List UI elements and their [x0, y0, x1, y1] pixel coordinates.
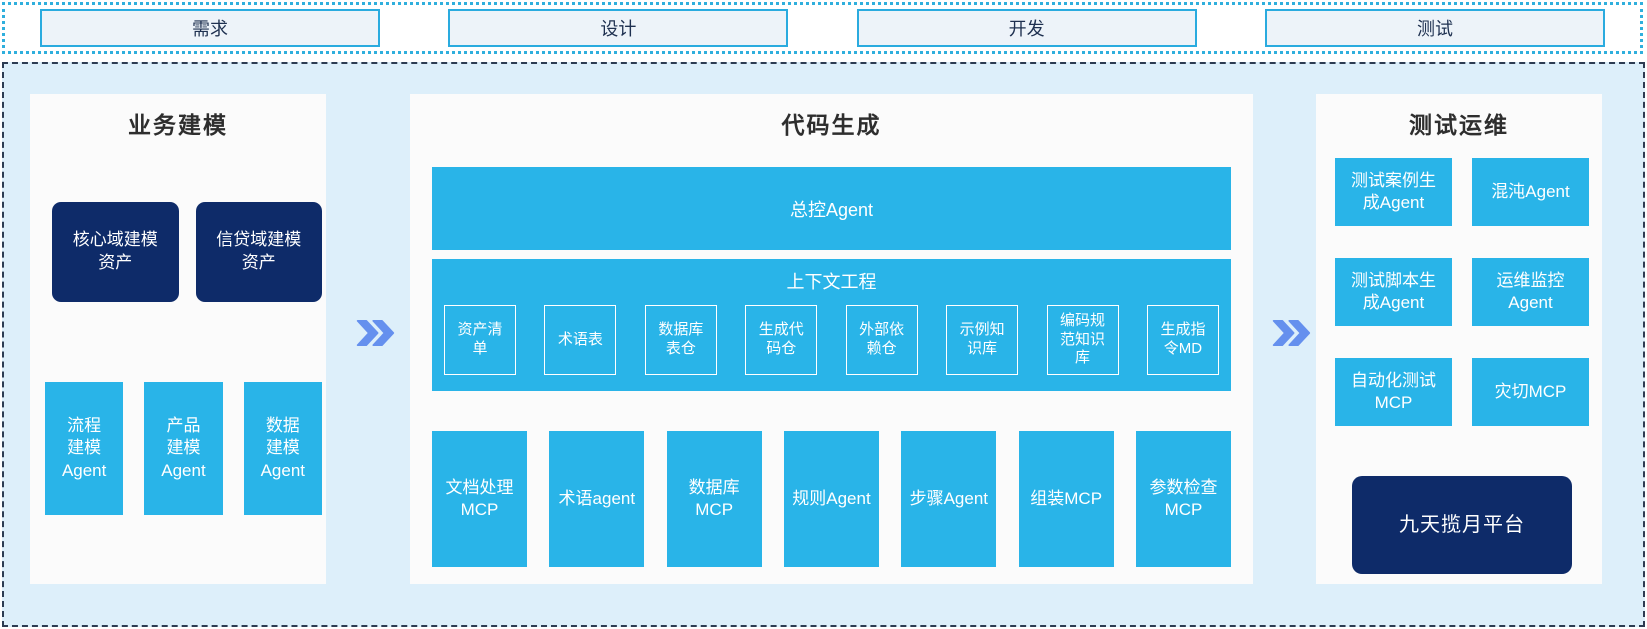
context-items-row: 资产清 单 术语表 数据库 表仓 生成代 码仓 外部依 赖仓 示例知 识库 编码… — [444, 305, 1219, 375]
panel-business-modeling: 业务建模 核心域建模 资产 信贷域建模 资产 流程 建模 Agent 产品 建模… — [30, 94, 326, 584]
modeling-agent-row: 流程 建模 Agent 产品 建模 Agent 数据 建模 Agent — [45, 382, 322, 515]
panel-test-ops: 测试运维 测试案例生 成Agent 混沌Agent 测试脚本生 成Agent 运… — [1316, 94, 1602, 584]
master-agent-bar: 总控Agent — [432, 167, 1231, 250]
tool-box-rule-agent: 规则Agent — [783, 431, 879, 567]
tool-box-step-agent: 步骤Agent — [901, 431, 997, 567]
context-item-coding-standards-kb: 编码规 范知识 库 — [1046, 305, 1119, 375]
agent-box-data-modeling: 数据 建模 Agent — [243, 382, 322, 515]
business-modeling-title: 业务建模 — [128, 112, 228, 138]
double-chevron-right-icon — [1271, 318, 1311, 348]
double-chevron-right-icon — [355, 318, 395, 348]
test-ops-title: 测试运维 — [1409, 112, 1509, 138]
panel-code-generation: 代码生成 总控Agent 上下文工程 资产清 单 术语表 数据库 表仓 生成代 … — [410, 94, 1253, 584]
context-item-example-kb: 示例知 识库 — [946, 305, 1019, 375]
code-gen-tools-row: 文档处理 MCP 术语agent 数据库 MCP 规则Agent 步骤Agent… — [432, 431, 1231, 567]
phase-strip: 需求 设计 开发 测试 — [2, 2, 1643, 54]
ops-box-auto-test-mcp: 自动化测试 MCP — [1335, 358, 1452, 426]
modeling-asset-row: 核心域建模 资产 信贷域建模 资产 — [52, 202, 322, 302]
context-engineering-title: 上下文工程 — [786, 272, 877, 292]
context-engineering-box: 上下文工程 资产清 单 术语表 数据库 表仓 生成代 码仓 外部依 赖仓 示例知… — [432, 259, 1231, 391]
phase-box-design: 设计 — [448, 9, 789, 47]
tool-box-param-check-mcp: 参数检查 MCP — [1135, 431, 1231, 567]
phase-box-development: 开发 — [856, 9, 1197, 47]
ops-box-ops-monitor-agent: 运维监控 Agent — [1472, 258, 1589, 326]
asset-box-core-domain: 核心域建模 资产 — [52, 202, 179, 302]
tool-box-doc-processing-mcp: 文档处理 MCP — [432, 431, 527, 567]
ops-box-test-case-gen-agent: 测试案例生 成Agent — [1335, 158, 1452, 226]
context-item-generation-instruction-md: 生成指 令MD — [1146, 305, 1219, 375]
context-item-asset-list: 资产清 单 — [444, 305, 516, 375]
phase-box-requirements: 需求 — [40, 9, 380, 47]
asset-box-credit-domain: 信贷域建模 资产 — [195, 202, 322, 302]
main-container: 业务建模 核心域建模 资产 信贷域建模 资产 流程 建模 Agent 产品 建模… — [2, 62, 1645, 627]
agent-box-product-modeling: 产品 建模 Agent — [144, 382, 223, 515]
tool-box-database-mcp: 数据库 MCP — [666, 431, 762, 567]
agent-box-process-modeling: 流程 建模 Agent — [45, 382, 124, 515]
code-generation-title: 代码生成 — [781, 112, 882, 138]
context-item-external-deps-repo: 外部依 赖仓 — [845, 305, 918, 375]
context-item-generated-code-repo: 生成代 码仓 — [745, 305, 818, 375]
ops-box-test-script-gen-agent: 测试脚本生 成Agent — [1335, 258, 1452, 326]
tool-box-assembly-mcp: 组装MCP — [1018, 431, 1114, 567]
ops-box-chaos-agent: 混沌Agent — [1472, 158, 1589, 226]
tool-box-glossary-agent: 术语agent — [549, 431, 645, 567]
context-item-glossary: 术语表 — [544, 305, 617, 375]
context-item-db-table-repo: 数据库 表仓 — [644, 305, 717, 375]
ops-box-disaster-switch-mcp: 灾切MCP — [1472, 358, 1589, 426]
phase-box-testing: 测试 — [1264, 9, 1605, 47]
test-ops-grid: 测试案例生 成Agent 混沌Agent 测试脚本生 成Agent 运维监控 A… — [1335, 158, 1589, 426]
platform-box-jiutian: 九天揽月平台 — [1352, 476, 1572, 574]
